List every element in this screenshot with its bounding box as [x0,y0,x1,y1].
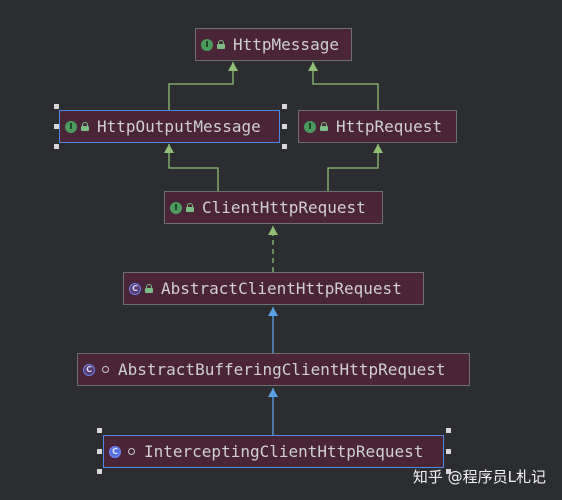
node-label: HttpOutputMessage [97,117,261,136]
selection-handle[interactable] [446,469,451,474]
node-interceptingclienthttprequest[interactable]: C InterceptingClientHttpRequest [103,435,444,468]
edge-clienthttprequest-httprequest [327,144,383,191]
abstract-class-icon: C [129,282,141,295]
node-clienthttprequest[interactable]: I ClientHttpRequest [164,191,383,224]
lock-icon [320,122,328,131]
selection-handle[interactable] [54,144,59,149]
node-httprequest[interactable]: I HttpRequest [298,110,457,143]
node-label: AbstractClientHttpRequest [161,279,402,298]
interface-icon: I [170,201,182,214]
selection-handle[interactable] [97,428,102,433]
lock-icon [81,122,89,131]
selection-handle[interactable] [54,124,59,129]
node-abstractbufferingclienthttprequest[interactable]: C AbstractBufferingClientHttpRequest [77,353,470,386]
node-label: InterceptingClientHttpRequest [144,442,424,461]
selection-handle[interactable] [282,144,287,149]
selection-handle[interactable] [97,449,102,454]
package-private-icon [102,366,109,373]
lock-icon [217,40,225,49]
node-label: AbstractBufferingClientHttpRequest [118,360,446,379]
node-label: ClientHttpRequest [202,198,366,217]
lock-icon [186,203,194,212]
edge-clienthttprequest-httpoutputmessage [164,144,219,191]
node-httpmessage[interactable]: I HttpMessage [195,28,352,61]
edge-httpoutputmessage-httpmessage [168,62,238,110]
selection-handle[interactable] [97,469,102,474]
node-label: HttpRequest [336,117,442,136]
node-label: HttpMessage [233,35,339,54]
selection-handle[interactable] [446,428,451,433]
selection-handle[interactable] [446,449,451,454]
node-abstractclienthttprequest[interactable]: C AbstractClientHttpRequest [123,272,424,305]
watermark: 知乎 @程序员L札记 [412,468,546,486]
selection-handle[interactable] [282,104,287,109]
lock-icon [145,284,153,293]
package-private-icon [128,448,135,455]
class-icon: C [109,445,121,458]
selection-handle[interactable] [282,124,287,129]
interface-icon: I [304,120,316,133]
selection-handle[interactable] [54,104,59,109]
interface-icon: I [201,38,213,51]
interface-icon: I [65,120,77,133]
abstract-class-icon: C [83,363,95,376]
edge-httprequest-httpmessage [308,62,379,110]
node-httpoutputmessage[interactable]: I HttpOutputMessage [59,110,280,143]
